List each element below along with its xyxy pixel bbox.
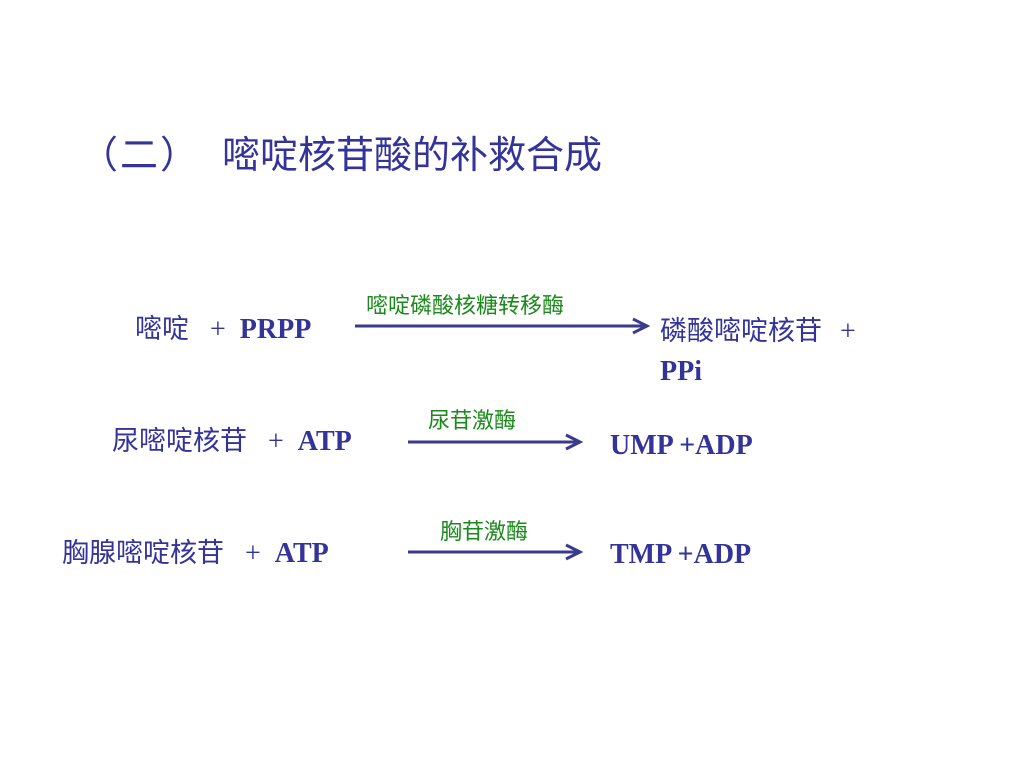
reaction-1-plus: + [210, 314, 226, 345]
reaction-2-product: UMP +ADP [610, 430, 753, 461]
reaction-1-product-plus: + [840, 316, 856, 347]
reaction-2-plus: + [268, 426, 284, 457]
reaction-3-substrates: 胸腺嘧啶核苷 + ATP [62, 540, 329, 568]
reaction-1-product: 磷酸嘧啶核苷 + [660, 318, 856, 346]
slide-title: （二） 嘧啶核苷酸的补救合成 [80, 136, 602, 174]
reaction-3-substrate-en: ATP [274, 538, 329, 569]
reaction-3-arrow [408, 543, 584, 561]
reaction-3-enzyme: 胸苷激酶 [440, 520, 529, 545]
reaction-2-enzyme: 尿苷激酶 [428, 409, 517, 434]
reaction-2-substrate-cn: 尿嘧啶核苷 [112, 426, 247, 457]
reaction-1-enzyme: 嘧啶磷酸核糖转移酶 [366, 294, 565, 319]
reaction-1-product-line2: PPi [660, 356, 702, 387]
reaction-3-product: TMP +ADP [610, 539, 752, 570]
reaction-1-substrate-cn: 嘧啶 [135, 314, 189, 345]
reaction-1-substrate-en: PRPP [239, 314, 312, 345]
reaction-2-substrate-en: ATP [297, 426, 352, 457]
reaction-2-arrow [408, 433, 584, 451]
reaction-3-plus: + [245, 538, 261, 569]
title-text: 嘧啶核苷酸的补救合成 [222, 133, 603, 177]
reaction-1-arrow [355, 317, 651, 335]
reaction-1-substrates: 嘧啶 + PRPP [135, 316, 311, 344]
reaction-3-substrate-cn: 胸腺嘧啶核苷 [62, 538, 224, 569]
reaction-1-product-cn: 磷酸嘧啶核苷 [660, 316, 822, 347]
reaction-2-substrates: 尿嘧啶核苷 + ATP [112, 428, 352, 456]
title-section-number: （二） [80, 133, 201, 177]
